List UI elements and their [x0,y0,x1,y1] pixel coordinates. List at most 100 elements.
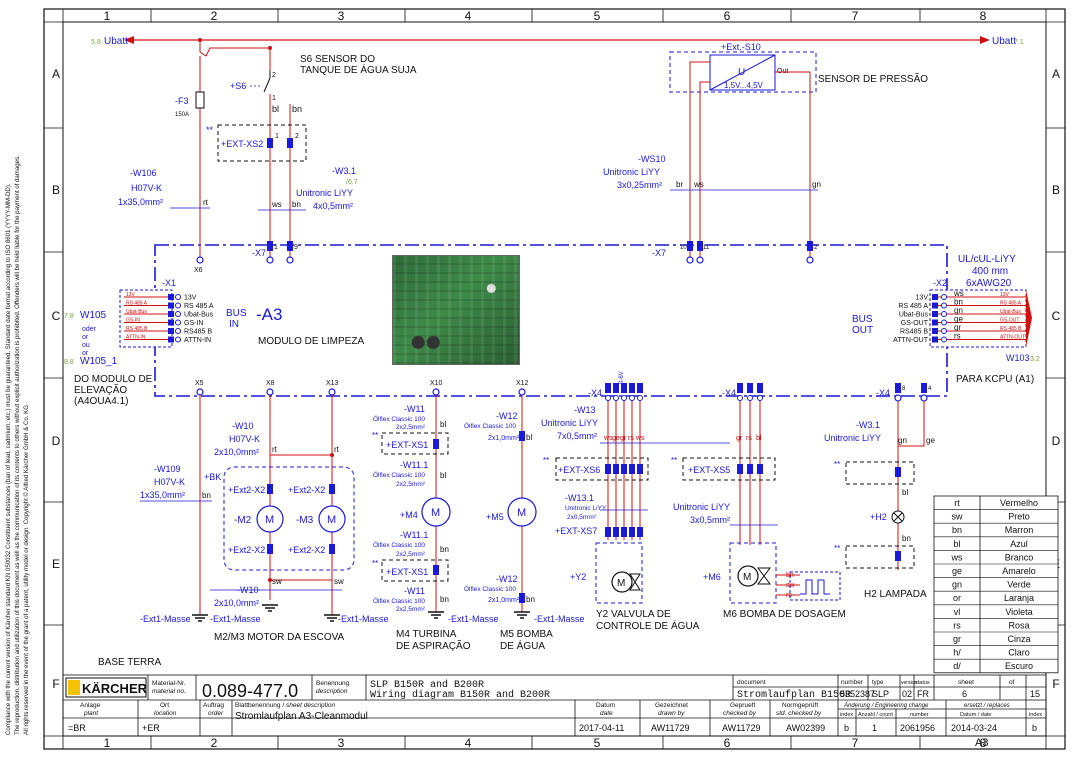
cable-w131-type: Unitronic LiYY [565,505,607,512]
plant-value: =BR [68,723,86,733]
water-pump-m5: -W12 Ölflex Classic 100 2x1,0mm² bl M +M… [464,395,585,652]
module-id: -A3 [256,305,282,324]
motor-m2-icon [256,505,284,533]
drawing-date: 2017-04-11 [579,723,624,733]
motor-m3-icon [318,505,346,533]
terminal-x10-label: X10 [430,380,443,387]
cable-w109-size: 1x35,0mm² [140,490,185,500]
wire-tag: Ubat-Bus [1000,309,1021,315]
wire-color-gn: gn [898,436,907,445]
note-star: ** [206,125,214,135]
wire-color-bn: bn [202,491,211,500]
document-version: 02 [902,689,912,699]
wire-color-bn: bn [902,534,911,543]
cable-w11-size: 2x2,5mm² [396,606,426,613]
connector-ext-xs2-label: +EXT-XS2 [221,139,263,149]
wire-tag: Ubat-Bus [126,309,147,315]
change-number: 2061956 [900,723,935,733]
field-label: Ort [160,702,169,709]
legend-code: bn [952,525,962,535]
or-text: or [82,350,89,357]
sensor-s6-label: +S6 [230,81,246,91]
base-terra-label: BASE TERRA [98,657,161,668]
cable-w131-size: 2x0,5mm² [567,514,597,521]
replace-date: 2014-03-24 [951,723,997,733]
wire-color-bn: bn [526,595,535,604]
field-label: date [600,710,613,717]
motor-symbol: M [265,514,274,526]
wire-tag: 13V [126,292,136,298]
legend-code: gn [952,580,962,590]
wire-color: bl [756,435,762,442]
motor-m5-icon [507,497,537,527]
or-text: oder [82,326,97,333]
legend-code: rt [954,498,960,508]
bus-out-label: OUT [852,325,873,336]
motor-symbol: M [617,578,625,589]
row-label: C [52,309,61,323]
connector-ext-xs2-box [217,124,307,162]
cable-w12-type: Ölflex Classic 100 [464,585,516,593]
material-number: 0.089-477.0 [202,681,298,701]
motor-symbol: M [517,507,526,519]
wire-color-rt: rt [272,445,278,454]
pump-valve-icon [757,567,771,585]
cable-w12-type: Ölflex Classic 100 [464,422,516,430]
cable-w106-label: -W106 [130,168,157,178]
connector-x1-pin: 13V [184,295,197,302]
cable-w31-type: Unitronic LiYY [824,433,881,443]
motor-m2-label: -M2 [234,515,252,526]
description-line: SLP B150R and B200R [370,679,484,691]
field-label: Gezeichnet [655,702,688,709]
legend-color-name: Azul [1010,539,1028,549]
cable-w11-type: Ölflex Classic 100 [373,415,425,423]
wire-color-ws: ws [693,180,704,189]
valve-y2-title: CONTROLE DE ÁGUA [596,619,700,632]
field-label: Anzahl / count [858,712,893,718]
legend-code: ge [952,566,962,576]
ubatt-left-label: Ubatt [104,36,128,47]
terminal-x7-label: -X7 [252,248,266,258]
field-label: checked by [723,710,757,717]
wire-tag: 13V [1000,292,1010,298]
motor-symbol: M [327,514,336,526]
fuse-f3-label: -F3 [175,96,189,106]
title-block: BASE TERRA [62,657,1047,749]
paper-size: A3 [975,737,988,749]
col-label: 4 [465,9,472,23]
row-label: B [1052,183,1060,197]
connector-x2-pin: Ubat-Bus [899,312,929,319]
terminal-x7-label: -X7 [652,248,666,258]
cable-w10-type: H07V-K [229,434,260,444]
connector-x1-pin: GS-IN [184,320,203,327]
field-label: material no. [152,688,186,695]
sensor-s10-label: +Ext.-S10 [721,42,761,52]
cable-w13-label: -W13 [574,405,596,415]
cable-ws10-size: 3x0,25mm² [617,180,662,190]
field-label: ersetzt / replaces [964,703,1010,709]
pin-label: 11 [703,245,710,251]
field-label: drawn by [658,710,685,717]
connector-x2-pin: RS485 B [900,329,928,336]
connector-x1-pin: Ubat-Bus [184,312,214,319]
wire-color: gn [954,306,963,315]
description-line: Wiring diagram B150R and B200R [370,689,550,701]
checked-by: AW11729 [722,723,761,733]
motor-m2-m3-title: M2/M3 MOTOR DA ESCOVA [214,632,345,643]
cable-w12-label: -W12 [496,411,518,421]
wire-color: rs [746,435,752,442]
connector-x2-pin: GS-OUT [901,320,929,327]
change-count: 1 [872,723,877,733]
wire-color-rt: rt [203,198,209,207]
field-label: Datum / date [960,712,992,718]
connector-ext2-x2-label: +Ext2-X2 [228,545,265,555]
field-label: description [316,688,348,695]
wire-tag: RS 485 B [126,326,148,332]
bus-in-label: BUS [226,308,247,319]
legend-color-name: Laranja [1004,593,1034,603]
note-star: ** [372,431,378,440]
bus-out-label: BUS [852,314,873,325]
legend-color-name: Marron [1005,525,1034,535]
terminal-x4-label: -X4 [588,388,602,398]
cable-w105-1-label: W105_1 [80,356,118,367]
